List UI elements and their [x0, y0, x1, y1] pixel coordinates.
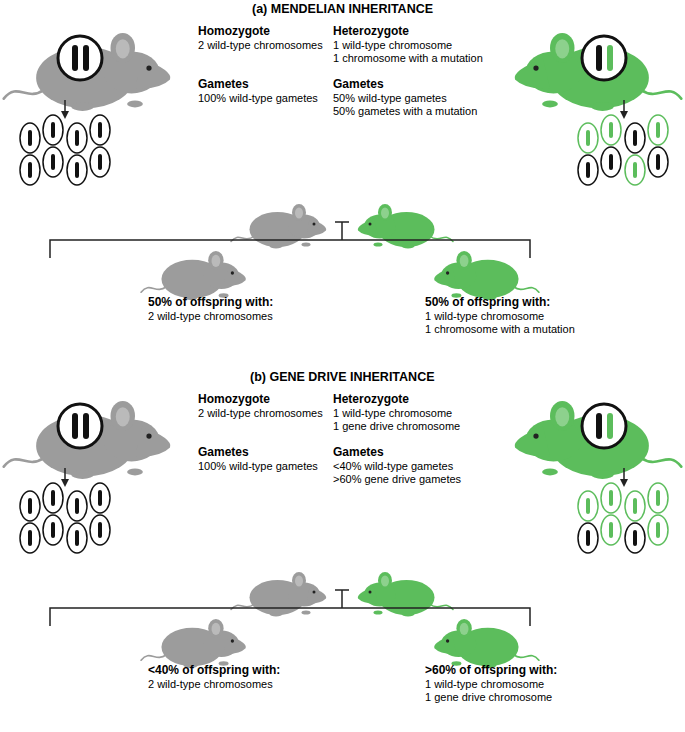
offspring-text: 1 wild-type chromosome	[425, 310, 544, 323]
genotype-text: 1 wild-type chromosome	[333, 407, 452, 420]
gametes-heading: Gametes	[198, 77, 249, 91]
offspring-text: 2 wild-type chromosomes	[148, 678, 273, 691]
offspring-heading: <40% of offspring with:	[148, 663, 280, 677]
gametes-heading: Gametes	[333, 77, 384, 91]
gametes-heading: Gametes	[198, 445, 249, 459]
offspring-heading: >60% of offspring with:	[425, 663, 557, 677]
gametes-text: 50% wild-type gametes	[333, 92, 447, 105]
genotype-text: 1 wild-type chromosome	[333, 39, 452, 52]
gametes-wild-type	[20, 115, 110, 185]
genotype-text: 1 chromosome with a mutation	[333, 52, 483, 65]
gene-drive-section	[4, 401, 682, 668]
genotype-heading: Heterozygote	[333, 392, 409, 406]
offspring-text: 1 chromosome with a mutation	[425, 323, 575, 336]
offspring-text: 2 wild-type chromosomes	[148, 310, 273, 323]
gametes-text: 50% gametes with a mutation	[333, 105, 477, 118]
gametes-mixed	[578, 115, 668, 185]
genotype-text: 2 wild-type chromosomes	[198, 407, 323, 420]
gametes-text: <40% wild-type gametes	[333, 460, 453, 473]
gametes-text: 100% wild-type gametes	[198, 92, 318, 105]
genotype-heading: Heterozygote	[333, 24, 409, 38]
genotype-text: 1 gene drive chromosome	[333, 420, 460, 433]
offspring-heading: 50% of offspring with:	[425, 295, 550, 309]
offspring-heading: 50% of offspring with:	[148, 295, 273, 309]
section-title: (a) MENDELIAN INHERITANCE	[252, 2, 433, 16]
genotype-heading: Homozygote	[198, 392, 270, 406]
gametes-text: 100% wild-type gametes	[198, 460, 318, 473]
mendelian-section	[4, 33, 682, 300]
gametes-gene-drive	[578, 483, 668, 553]
gametes-heading: Gametes	[333, 445, 384, 459]
offspring-text: 1 wild-type chromosome	[425, 678, 544, 691]
genotype-heading: Homozygote	[198, 24, 270, 38]
section-title: (b) GENE DRIVE INHERITANCE	[250, 370, 435, 384]
offspring-text: 1 gene drive chromosome	[425, 691, 552, 704]
gametes-text: >60% gene drive gametes	[333, 473, 461, 486]
gametes-wild-type	[20, 483, 110, 553]
genotype-text: 2 wild-type chromosomes	[198, 39, 323, 52]
